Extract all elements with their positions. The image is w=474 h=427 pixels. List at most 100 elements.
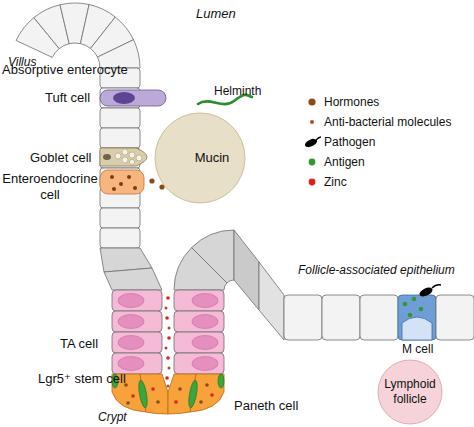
legend-swatch — [308, 98, 315, 105]
m-cell-cargo — [403, 285, 441, 318]
zinc-dot — [210, 393, 214, 397]
ta-nuclei — [118, 294, 218, 371]
pathogen-symbol — [304, 137, 319, 149]
legend-swatch — [309, 179, 316, 186]
transition-cell — [104, 268, 162, 290]
ta-cell — [174, 332, 224, 353]
ta-cell — [174, 353, 224, 374]
ta-cell — [112, 332, 162, 353]
legend-text: Pathogen — [324, 135, 375, 149]
pathogen-symbol — [418, 286, 434, 298]
antibacterial-dot — [167, 385, 170, 388]
tuft-cell — [100, 90, 166, 106]
epithelial-cell — [322, 295, 360, 340]
paneth-cells — [112, 374, 224, 414]
hormone-dot — [119, 182, 123, 186]
enterocyte-cell — [100, 108, 140, 128]
part-label: Follicle-associated epithelium — [298, 263, 455, 278]
part-label: Goblet cell — [30, 150, 91, 166]
nucleus — [118, 294, 144, 308]
part-label: Crypt — [98, 410, 127, 425]
ta-cell — [112, 353, 162, 374]
enterocyte-cell — [100, 208, 140, 228]
part-label: Paneth cell — [234, 398, 298, 414]
zinc-dot — [166, 296, 170, 300]
zinc-dot — [165, 316, 169, 320]
transition-cell — [192, 230, 234, 283]
mucin-granule — [115, 153, 121, 159]
circle-shape — [155, 113, 245, 203]
legend-symbol — [302, 134, 322, 150]
antibacterial-dot — [165, 307, 168, 310]
zinc-dot — [131, 394, 135, 398]
enteroendocrine-body — [100, 170, 144, 194]
pathogen-tail — [316, 137, 321, 140]
legend-symbol — [302, 154, 322, 170]
antibacterial-dot — [156, 400, 160, 404]
node-text: Lymphoid follicle — [380, 377, 440, 407]
hormone-dot — [133, 186, 137, 190]
ta-cell — [112, 311, 162, 332]
antigen-dot — [408, 313, 413, 318]
ta-cells — [112, 290, 224, 374]
part-label: M cell — [402, 342, 433, 357]
mucin-granule — [122, 157, 128, 163]
goblet-cell-body — [100, 148, 147, 166]
nucleus — [192, 357, 218, 371]
enterocyte-cell — [100, 128, 140, 148]
antibacterial-dot — [205, 383, 209, 387]
zinc-dot — [167, 336, 171, 340]
hormone-dot — [110, 175, 114, 179]
nucleus — [103, 154, 111, 160]
legend-symbol — [302, 114, 322, 130]
legend-symbol — [302, 174, 322, 190]
zinc-dot — [166, 356, 170, 360]
hormone-dot — [127, 175, 131, 179]
mucin-granule — [129, 152, 135, 158]
nucleus — [192, 336, 218, 350]
node-text: Mucin — [195, 150, 230, 166]
cell-region: Mucin — [154, 112, 246, 204]
legend-text: Hormones — [324, 95, 379, 109]
legend-text: Zinc — [324, 175, 347, 189]
antigen-dot — [403, 302, 408, 307]
stem-cells — [112, 374, 224, 408]
legend-swatch — [309, 159, 316, 166]
legend-text: Antigen — [324, 155, 365, 169]
antibacterial-dot — [126, 401, 130, 405]
mucin-granule — [122, 149, 128, 155]
part-label: Lumen — [196, 6, 236, 22]
epithelial-cell — [284, 295, 322, 340]
legend-swatch — [310, 120, 314, 124]
part-label: Enteroendocrine cell — [0, 171, 100, 204]
transition-cells — [100, 230, 284, 340]
m-cell-body — [398, 295, 436, 340]
nucleus — [192, 294, 218, 308]
antigen-dot — [419, 307, 424, 312]
mucin-granule — [136, 155, 142, 161]
transition-cell — [259, 262, 284, 340]
zinc-dot — [174, 400, 178, 404]
zinc-dot — [151, 387, 155, 391]
m-cell-pocket — [402, 317, 432, 340]
mucin-granule — [129, 159, 134, 164]
antibacterial-dot — [178, 387, 182, 391]
part-label: TA cell — [60, 336, 98, 352]
epithelial-cell — [436, 295, 474, 340]
antibacterial-dot — [165, 347, 168, 350]
pathogen-tail — [432, 285, 441, 288]
enterocyte-cell — [100, 228, 140, 248]
antigen-dot — [412, 297, 417, 302]
antibacterial-dot — [168, 367, 171, 370]
zinc-dot — [165, 376, 169, 380]
antibacterial-dot — [168, 327, 171, 330]
crypt-secretions — [124, 296, 214, 405]
stem-cell — [218, 374, 224, 388]
transition-cell — [234, 230, 259, 310]
part-label: Helminth — [214, 84, 261, 99]
antibacterial-dot — [199, 400, 203, 404]
tuft-cell-body — [100, 90, 166, 106]
hormone-dot — [112, 187, 116, 191]
ta-cell — [112, 290, 162, 311]
